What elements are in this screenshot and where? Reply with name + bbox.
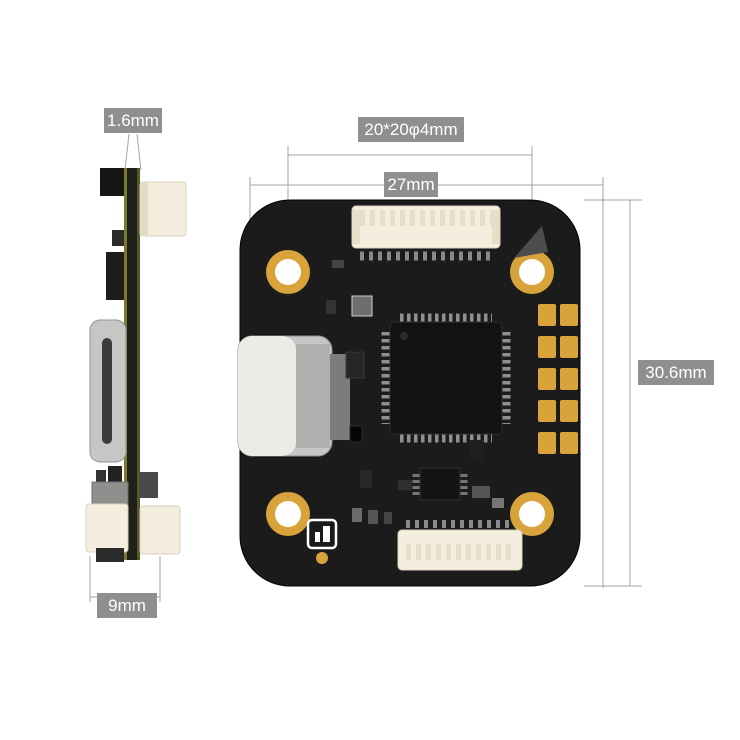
top-view <box>237 199 581 587</box>
top-jst-latch-right <box>492 210 500 244</box>
side-pcb-strip <box>124 168 140 560</box>
label-bg-height <box>638 360 714 385</box>
label-bg-width <box>384 172 438 197</box>
side-top-connector-shade <box>140 182 148 236</box>
side-lower-component-b <box>96 470 106 482</box>
mcu-chip <box>381 313 511 443</box>
component <box>332 260 344 268</box>
usb-tongue <box>330 354 350 440</box>
side-small-component <box>112 230 124 246</box>
side-pcb-edge-right <box>137 168 140 560</box>
dim-leader-thickness-right <box>136 133 142 171</box>
side-bottom-component <box>140 472 158 498</box>
side-usb-slot <box>102 338 112 444</box>
iflight-logo-glyph-a <box>315 532 320 542</box>
solder-pad <box>560 304 578 326</box>
label-height: 30.6mm <box>645 363 706 382</box>
mounting-hole-bore <box>275 501 301 527</box>
small-components <box>326 260 504 524</box>
solder-pad <box>560 400 578 422</box>
mounting-hole-bore <box>519 259 545 285</box>
solder-pad <box>538 368 556 390</box>
usb-tab-bottom <box>349 425 363 443</box>
component <box>492 498 504 508</box>
gyro-chip <box>419 467 461 501</box>
component <box>384 512 392 524</box>
side-top-component <box>100 168 124 196</box>
solder-pad <box>560 432 578 454</box>
side-bottom-cap <box>96 548 124 562</box>
solder-pads <box>538 304 578 454</box>
side-bottom-connector-right <box>139 505 181 555</box>
solder-pad <box>538 400 556 422</box>
side-bottom-connector-left <box>85 503 129 553</box>
top-jst-connector <box>351 205 501 261</box>
side-lower-component-a <box>108 466 122 484</box>
solder-pad <box>538 304 556 326</box>
orientation-arrow <box>514 226 548 258</box>
component <box>352 508 362 522</box>
component <box>345 351 365 379</box>
iflight-logo <box>306 518 338 550</box>
label-bg-side-width <box>97 593 157 618</box>
component <box>470 440 484 460</box>
mounting-holes <box>266 250 554 536</box>
label-thickness: 1.6mm <box>107 111 159 130</box>
top-jst-latch-left <box>352 210 360 244</box>
usb-face <box>238 336 296 456</box>
mcu-body <box>389 321 503 435</box>
mounting-hole-bore <box>519 501 545 527</box>
dimension-labels: 1.6mm 20*20φ4mm 27mm 30.6mm 9mm <box>97 108 714 618</box>
usb-c-connector <box>237 335 363 457</box>
solder-pad <box>538 432 556 454</box>
mounting-hole-bore <box>275 259 301 285</box>
mcu-pin1-dot <box>400 332 408 340</box>
bottom-jst-connector <box>397 520 523 571</box>
component <box>326 300 336 314</box>
component <box>368 510 378 524</box>
solder-pad <box>538 336 556 358</box>
component <box>360 470 372 488</box>
label-bg-mounting <box>358 117 464 142</box>
label-width: 27mm <box>387 175 434 194</box>
iflight-logo-frame <box>306 518 338 550</box>
label-bg-thickness <box>104 108 162 133</box>
usb-mid <box>296 344 330 448</box>
gold-test-pad <box>316 552 328 564</box>
dim-leader-thickness-left <box>124 133 130 171</box>
small-ic <box>351 295 373 317</box>
component <box>472 486 490 498</box>
label-side-width: 9mm <box>108 596 146 615</box>
solder-pad <box>560 368 578 390</box>
side-mid-component <box>106 252 124 300</box>
solder-pad <box>560 336 578 358</box>
component <box>398 480 412 490</box>
iflight-logo-glyph-b <box>323 526 330 542</box>
label-mounting: 20*20φ4mm <box>364 120 457 139</box>
side-view <box>85 168 187 562</box>
